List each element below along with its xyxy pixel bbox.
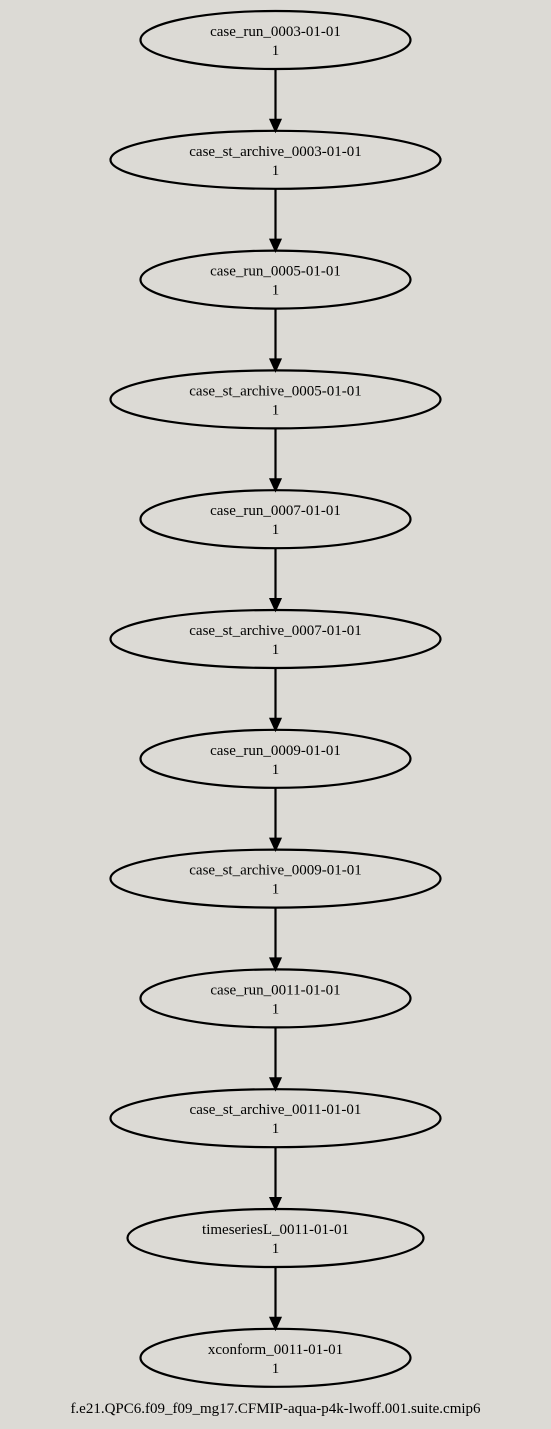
- node-ellipse: [109, 1088, 442, 1149]
- graph-node: case_run_0003-01-01 1: [139, 9, 412, 71]
- graph-edge: [268, 308, 283, 373]
- edge-arrowhead: [268, 1316, 283, 1332]
- edge-arrowhead: [268, 598, 283, 613]
- node-count: 1: [272, 1241, 280, 1257]
- edge-arrowhead: [268, 478, 283, 493]
- node-count: 1: [272, 1121, 280, 1137]
- node-count: 1: [272, 43, 280, 59]
- node-label: case_st_archive_0007-01-01: [189, 623, 361, 639]
- node-label: case_st_archive_0003-01-01: [189, 144, 361, 160]
- node-ellipse: [109, 129, 442, 190]
- node-ellipse: [139, 968, 412, 1029]
- edge-arrowhead: [268, 1077, 283, 1092]
- node-count: 1: [272, 762, 280, 778]
- node-count: 1: [272, 283, 280, 299]
- node-label: xconform_0011-01-01: [208, 1342, 343, 1358]
- node-count: 1: [272, 402, 280, 418]
- graph-edge: [268, 428, 283, 493]
- edge-arrowhead: [268, 717, 283, 733]
- edge-arrowhead: [268, 238, 283, 254]
- node-label: case_run_0005-01-01: [210, 264, 341, 280]
- graph-node: case_st_archive_0005-01-01 1: [109, 369, 442, 430]
- graph-node: xconform_0011-01-01 1: [139, 1327, 412, 1388]
- edge-arrowhead: [268, 837, 283, 853]
- edges-layer: [268, 69, 283, 1332]
- graph-node: case_run_0005-01-01 1: [139, 249, 412, 310]
- node-count: 1: [272, 163, 280, 179]
- graph-edge: [268, 188, 283, 254]
- node-label: timeseriesL_0011-01-01: [202, 1222, 349, 1238]
- graph-node: case_st_archive_0011-01-01 1: [109, 1088, 442, 1149]
- node-label: case_st_archive_0009-01-01: [189, 863, 361, 879]
- node-ellipse: [139, 1327, 412, 1388]
- graph-node: case_st_archive_0009-01-01 1: [109, 848, 442, 909]
- node-ellipse: [139, 249, 412, 310]
- node-count: 1: [272, 642, 280, 658]
- edge-arrowhead: [268, 957, 283, 972]
- graph-caption: f.e21.QPC6.f09_f09_mg17.CFMIP-aqua-p4k-l…: [70, 1401, 481, 1417]
- node-count: 1: [272, 522, 280, 538]
- graph-edge: [268, 787, 283, 853]
- graph-node: case_st_archive_0003-01-01 1: [109, 129, 442, 190]
- graph-edge: [268, 548, 283, 613]
- node-label: case_run_0003-01-01: [210, 24, 341, 40]
- node-label: case_run_0007-01-01: [210, 503, 341, 519]
- node-label: case_st_archive_0005-01-01: [189, 383, 361, 399]
- nodes-layer: case_run_0003-01-011case_st_archive_0003…: [109, 9, 442, 1388]
- graph-edge: [268, 1027, 283, 1092]
- edge-arrowhead: [268, 358, 283, 373]
- graph-edge: [268, 69, 283, 134]
- graph-node: case_st_archive_0007-01-01 1: [109, 608, 442, 670]
- node-ellipse: [139, 728, 412, 789]
- node-ellipse: [109, 608, 442, 670]
- edge-arrowhead: [268, 118, 283, 134]
- graph-edge: [268, 1267, 283, 1332]
- node-ellipse: [139, 9, 412, 71]
- graph-edge: [268, 1147, 283, 1212]
- node-count: 1: [272, 1001, 280, 1017]
- graph-node: case_run_0011-01-01 1: [139, 968, 412, 1029]
- node-ellipse: [109, 369, 442, 430]
- edge-arrowhead: [268, 1197, 283, 1212]
- node-count: 1: [272, 1361, 280, 1377]
- node-label: case_run_0009-01-01: [210, 743, 341, 759]
- graph-edge: [268, 668, 283, 733]
- graph-node: case_run_0009-01-01 1: [139, 728, 412, 789]
- node-ellipse: [126, 1207, 425, 1269]
- node-count: 1: [272, 882, 280, 898]
- graph-node: case_run_0007-01-01 1: [139, 489, 412, 550]
- graph-node: timeseriesL_0011-01-01 1: [126, 1207, 425, 1269]
- node-label: case_st_archive_0011-01-01: [190, 1102, 362, 1118]
- graph-edge: [268, 907, 283, 972]
- node-label: case_run_0011-01-01: [210, 982, 340, 998]
- node-ellipse: [109, 848, 442, 909]
- node-ellipse: [139, 489, 412, 550]
